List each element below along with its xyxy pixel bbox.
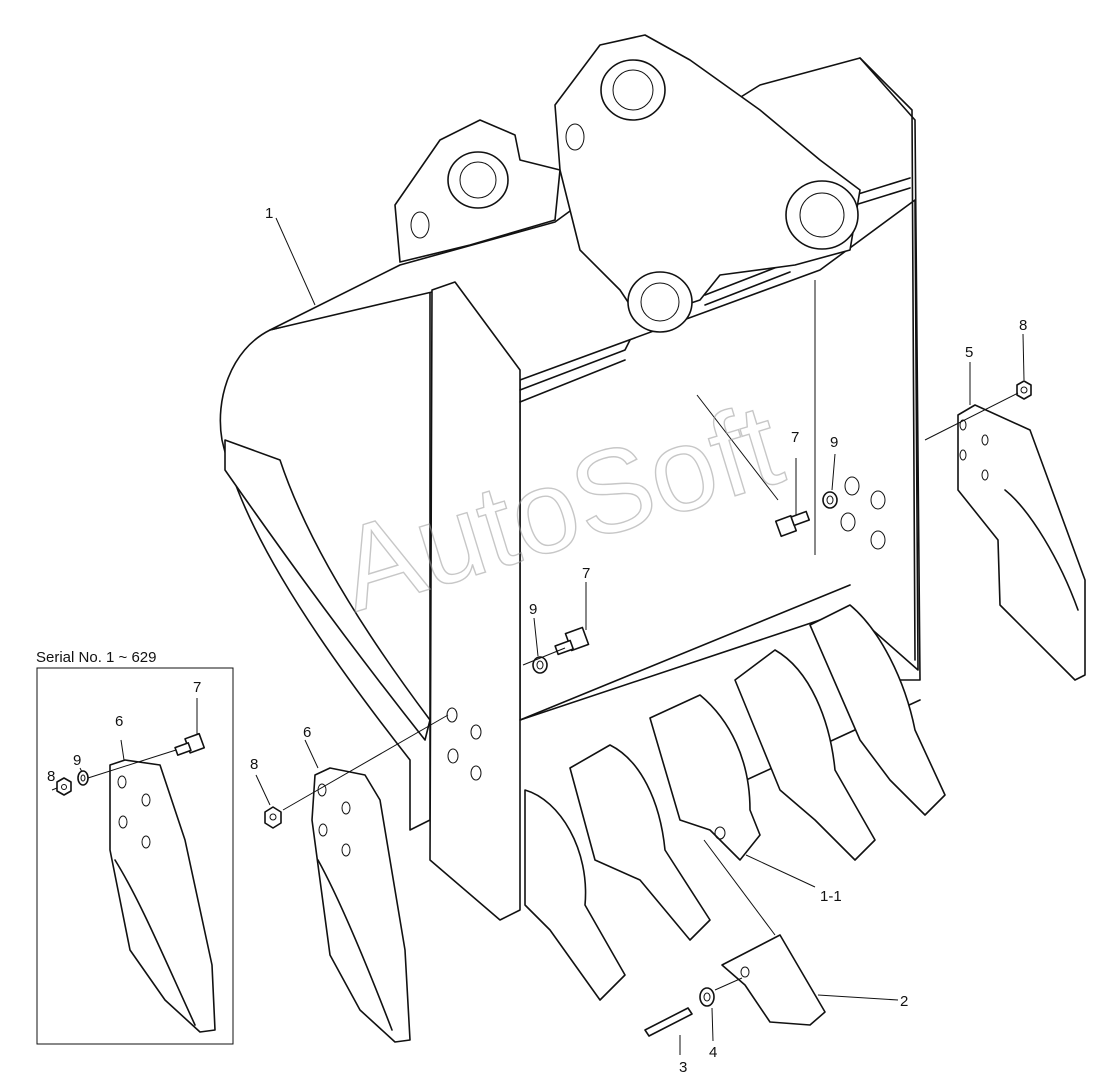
callout-7-upper: 7	[791, 429, 799, 446]
callout-8-main: 8	[250, 756, 258, 773]
bucket-teeth	[524, 604, 946, 1001]
serial-inset: Serial No. 1 ~ 629	[36, 649, 234, 1045]
callout-9-upper: 9	[830, 434, 838, 451]
callout-1: 1	[265, 205, 273, 222]
callout-8-right: 8	[1019, 317, 1027, 334]
callout-8-inset: 8	[47, 768, 55, 785]
bucket-body	[219, 57, 921, 921]
callout-labels: 1 1-1 2 3 4 5 6 6 7 7 7 8 8 8 9 9 9	[47, 205, 1027, 1076]
fasteners	[264, 380, 1032, 1037]
callout-9-inset: 9	[73, 752, 81, 769]
callout-4: 4	[709, 1044, 717, 1061]
callout-9-mid: 9	[529, 601, 537, 618]
mounting-brackets	[394, 34, 861, 333]
callout-5: 5	[965, 344, 973, 361]
inset-title: Serial No. 1 ~ 629	[36, 649, 157, 666]
callout-6-main: 6	[303, 724, 311, 741]
callout-1-1: 1-1	[820, 888, 842, 905]
callout-6-inset: 6	[115, 713, 123, 730]
callout-2: 2	[900, 993, 908, 1010]
callout-7-mid: 7	[582, 565, 590, 582]
side-cutter-right	[957, 404, 1086, 681]
inset-frame	[36, 667, 234, 1045]
side-cutter-main	[311, 767, 411, 1043]
leader-lines	[255, 217, 1025, 1055]
callout-7-inset: 7	[193, 679, 201, 696]
callout-3: 3	[679, 1059, 687, 1076]
